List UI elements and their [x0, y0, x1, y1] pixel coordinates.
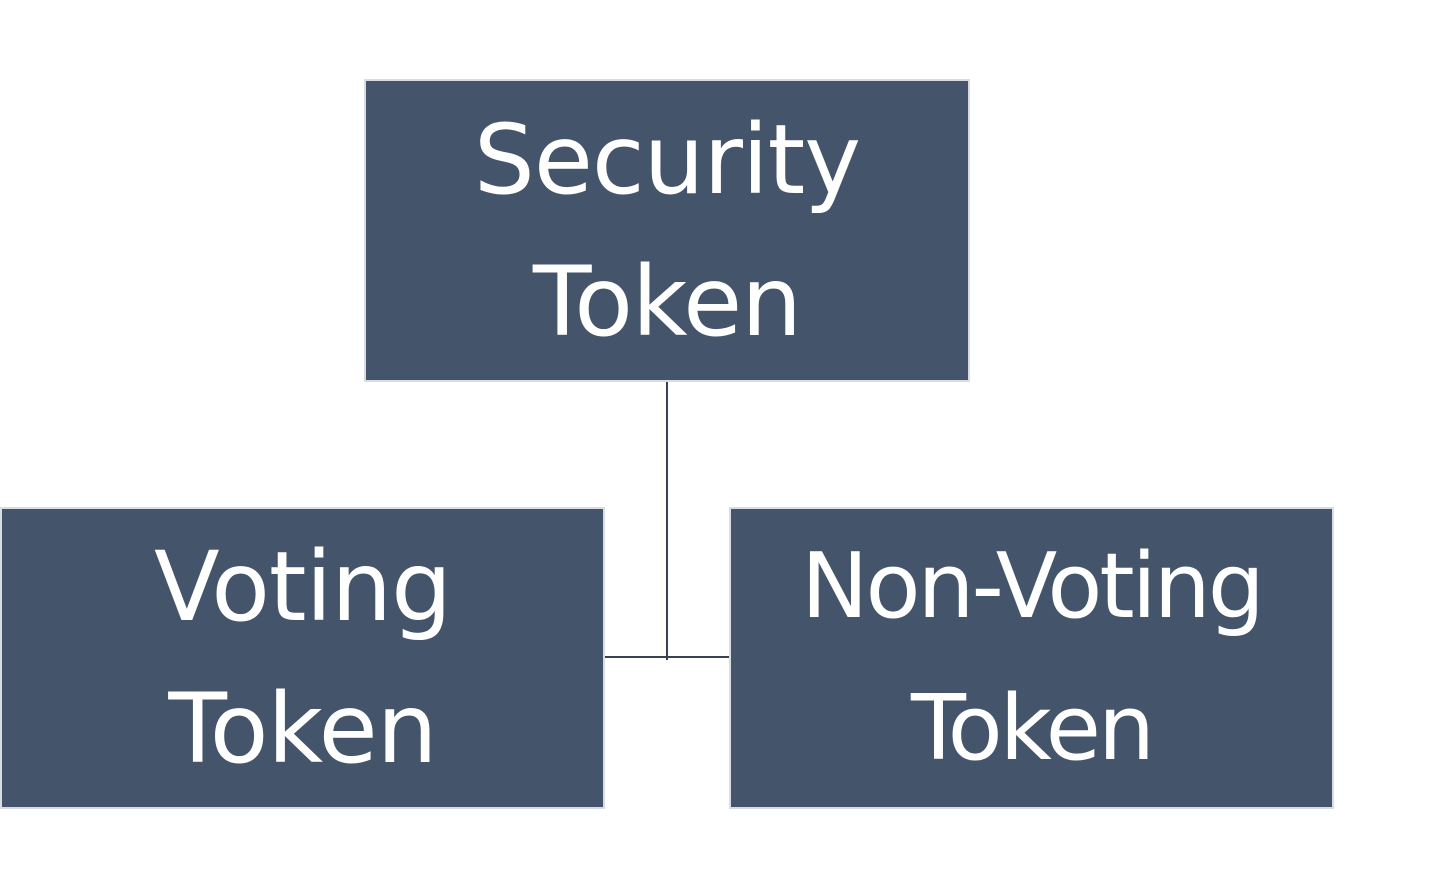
- node-label-voting-token: Voting Token: [153, 531, 452, 785]
- node-security-token: Security Token: [364, 79, 970, 382]
- node-label-non-voting-token: Non-Voting Token: [801, 534, 1265, 781]
- node-non-voting-token: Non-Voting Token: [729, 507, 1334, 809]
- connector-children-bar: [605, 656, 729, 658]
- node-label-security-token: Security Token: [473, 103, 861, 358]
- connector-root-to-children: [666, 382, 668, 660]
- node-voting-token: Voting Token: [0, 507, 605, 809]
